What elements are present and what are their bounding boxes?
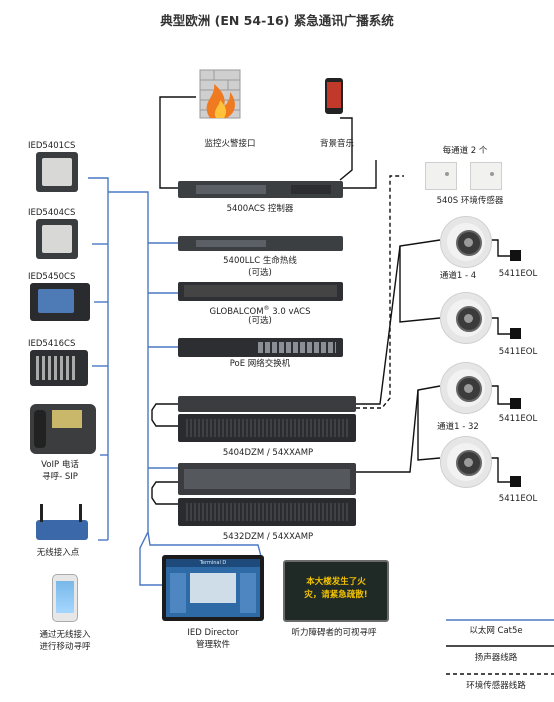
ethernet-lines — [88, 177, 263, 586]
speaker-1 — [440, 216, 492, 268]
speaker-2 — [440, 292, 492, 344]
mobile-label-2: 进行移动寻呼 — [39, 642, 91, 652]
fire-alarm-interface — [196, 62, 248, 124]
ap-label: 无线接入点 — [36, 548, 80, 558]
director-screen-title: Terminal D — [166, 559, 260, 567]
line-dzm4-spk2 — [399, 246, 441, 323]
env-sensor-2 — [470, 162, 502, 190]
access-point — [36, 504, 88, 540]
sign-caption: 听力障碍者的可视寻呼 — [291, 628, 377, 638]
mic-5404-station — [36, 219, 78, 259]
firewall-icon — [199, 69, 241, 119]
speaker-3 — [440, 362, 492, 414]
director-label-2: 管理软件 — [195, 640, 230, 650]
music-phone-screen — [327, 82, 341, 108]
voip-label-2: 寻呼- SIP — [42, 472, 78, 482]
amp32-unit — [178, 498, 356, 526]
mic-5404-label: IED5404CS — [28, 208, 76, 218]
line-dzm-to-sensor — [356, 175, 404, 409]
line-eol-3 — [488, 385, 510, 405]
eol-4-label: 5411EOL — [498, 494, 538, 504]
eol-3-label: 5411EOL — [498, 414, 538, 424]
sensor-count-label: 每通道 2 个 — [442, 146, 488, 156]
env-sensor-1 — [425, 162, 457, 190]
visual-paging-sign: 本大楼发生了火 灾，请紧急疏散! — [283, 560, 389, 622]
globalcom-unit — [178, 282, 343, 301]
mic-5401-station — [36, 152, 78, 192]
ethernet-line-bus — [108, 191, 162, 586]
line-eol-1 — [488, 239, 510, 257]
diagram-title: 典型欧洲 (EN 54-16) 紧急通讯广播系统 — [160, 13, 394, 28]
speaker-lines — [151, 96, 510, 505]
mobile-label-1: 通过无线接入 — [39, 630, 91, 640]
line-fire-to-acs — [159, 96, 196, 189]
globalcom-label: GLOBALCOM® 3.0 vACS — [209, 305, 311, 317]
legend-speaker: 扬声器线路 — [474, 653, 518, 663]
legend-ethernet: 以太网 Cat5e — [469, 626, 523, 636]
sensor-label: 540S 环境传感器 — [436, 196, 504, 206]
eol-4 — [510, 476, 521, 487]
channel-1-4-label: 通道1 - 4 — [439, 271, 477, 281]
director-label-1: IED Director — [187, 628, 239, 638]
sign-line-2: 灾，请紧急疏散! — [304, 590, 368, 600]
line-music-to-acs — [339, 117, 353, 181]
amp4-unit — [178, 414, 356, 442]
mic-5450-label: IED5450CS — [28, 272, 76, 282]
ethernet-line-trunk — [88, 177, 109, 540]
bg-music-label: 背景音乐 — [319, 139, 354, 149]
eol-3 — [510, 398, 521, 409]
acs-label: 5400ACS 控制器 — [226, 204, 294, 214]
llc-unit — [178, 236, 343, 251]
loop-dzm4 — [151, 403, 178, 427]
poe-switch-unit — [178, 338, 343, 357]
line-dzm32-spk1 — [356, 385, 441, 473]
line-acs-to-sensor — [343, 160, 377, 189]
mic-5416-station — [30, 350, 88, 386]
acs-controller-unit — [178, 181, 343, 198]
music-phone — [325, 78, 343, 114]
voip-label-1: VoIP 电话 — [41, 460, 79, 470]
mobile-phone — [52, 574, 78, 622]
director-screen: Terminal D — [162, 555, 264, 621]
eol-1 — [510, 250, 521, 261]
llc-label: 5400LLC 生命热线 — [223, 256, 297, 266]
line-dzm4-spk1 — [356, 239, 441, 405]
llc-optional: (可选) — [248, 268, 272, 278]
poe-label: PoE 网络交换机 — [229, 359, 291, 369]
dzm4-unit — [178, 396, 356, 412]
eol-2 — [510, 328, 521, 339]
dzm32-unit — [178, 463, 356, 495]
mic-5416-label: IED5416CS — [28, 339, 76, 349]
mic-5450-station — [30, 283, 90, 321]
eol-2-label: 5411EOL — [498, 347, 538, 357]
loop-dzm32 — [151, 481, 178, 505]
eol-1-label: 5411EOL — [498, 269, 538, 279]
line-dzm32-spk2 — [417, 390, 441, 461]
fire-alarm-label: 监控火警接口 — [204, 139, 256, 149]
line-eol-4 — [488, 457, 510, 483]
voip-phone — [30, 404, 96, 454]
channel-1-32-label: 通道1 - 32 — [437, 422, 479, 432]
ethernet-line-sign — [147, 531, 263, 561]
globalcom-optional: (可选) — [248, 316, 272, 326]
dzm4-label: 5404DZM / 54XXAMP — [222, 448, 314, 458]
mic-5401-label: IED5401CS — [28, 141, 76, 151]
speaker-4 — [440, 436, 492, 488]
sign-line-1: 本大楼发生了火 — [306, 577, 366, 587]
sensor-lines — [356, 175, 404, 409]
line-eol-2 — [488, 317, 510, 335]
legend-sensor: 环境传感器线路 — [466, 681, 526, 691]
dzm32-label: 5432DZM / 54XXAMP — [222, 532, 314, 542]
